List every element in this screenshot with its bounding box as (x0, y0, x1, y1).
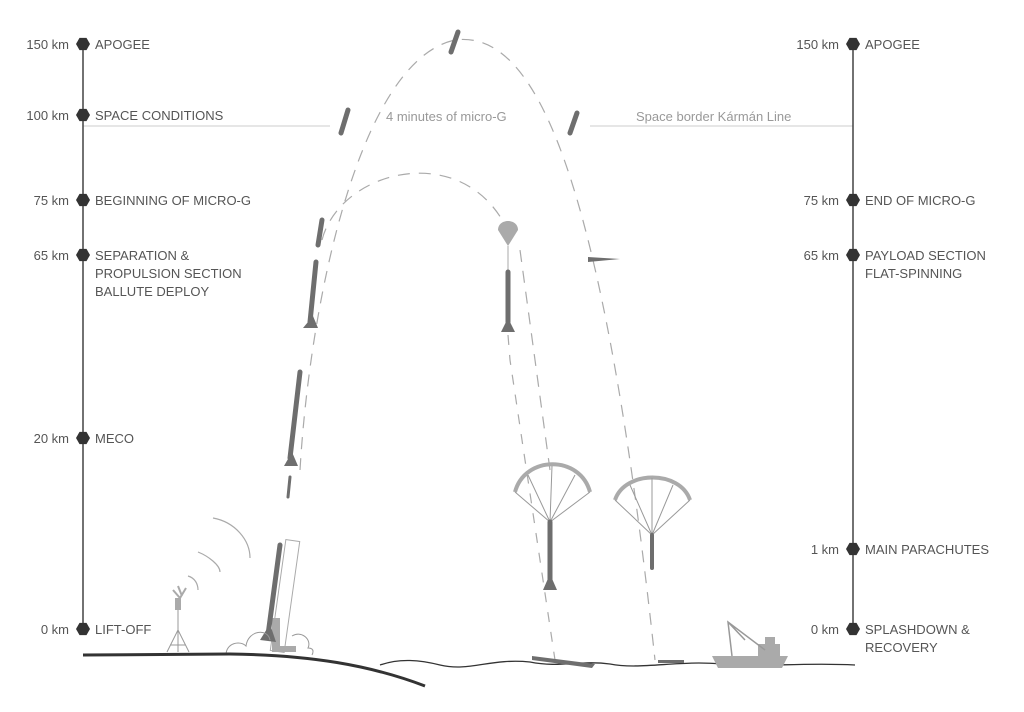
rocket-liftoff-icon (260, 542, 283, 642)
right-axis-markers (846, 37, 860, 636)
propulsion-splashdown-icon (532, 656, 595, 668)
flight-event-label: PAYLOAD SECTION (865, 248, 986, 263)
ground-line (82, 652, 426, 688)
main-parachute-payload-icon (613, 475, 692, 570)
left-axis-labels: 150 km APOGEE 100 km SPACE CONDITIONS 75 km B… (26, 37, 251, 637)
flight-event-label: SEPARATION & (95, 248, 189, 263)
left-axis-marker (76, 37, 90, 51)
altitude-value: 1 km (811, 542, 839, 557)
altitude-value: 150 km (796, 37, 839, 52)
left-axis-marker (76, 431, 90, 445)
radio-signal-icon (187, 517, 251, 591)
right-axis-marker (846, 37, 860, 51)
altitude-value: 75 km (804, 193, 839, 208)
propulsion-section-trajectory (321, 172, 506, 241)
rocket-meco-icon (284, 369, 303, 499)
flight-event-label: APOGEE (95, 37, 150, 52)
rocket-separation-icon (303, 259, 319, 328)
altitude-value: 100 km (26, 108, 69, 123)
altitude-value: 75 km (34, 193, 69, 208)
left-axis-marker (76, 108, 90, 122)
propulsion-fall-path (507, 334, 556, 661)
left-axis-marker (76, 193, 90, 207)
altitude-value: 150 km (26, 37, 69, 52)
right-axis-marker (846, 248, 860, 262)
flight-event-label: MECO (95, 431, 134, 446)
right-axis-marker (846, 193, 860, 207)
flight-event-label: MAIN PARACHUTES (865, 542, 989, 557)
altitude-value: 0 km (41, 622, 69, 637)
right-axis-marker (846, 542, 860, 556)
altitude-value: 65 km (804, 248, 839, 263)
main-parachute-propulsion-icon (513, 462, 592, 590)
flight-event-label: SPACE CONDITIONS (95, 108, 224, 123)
flight-event-label: APOGEE (865, 37, 920, 52)
right-axis-marker (846, 622, 860, 636)
payload-splashdown-icon (658, 660, 684, 663)
flight-event-label: END OF MICRO-G (865, 193, 976, 208)
flight-event-label: BEGINNING OF MICRO-G (95, 193, 251, 208)
left-axis-marker (76, 622, 90, 636)
flight-event-label: FLAT-SPINNING (865, 266, 962, 281)
karman-line-note: Space border Kármán Line (636, 109, 791, 124)
launch-rail-icon (269, 539, 301, 653)
right-axis-labels: 150 km APOGEE 75 km END OF MICRO-G 65 km PAYL… (796, 37, 989, 655)
flight-event-label: LIFT-OFF (95, 622, 151, 637)
micro-g-duration-note: 4 minutes of micro-G (386, 109, 507, 124)
left-axis-marker (76, 248, 90, 262)
flight-event-label: SPLASHDOWN & (865, 622, 970, 637)
flight-event-label: RECOVERY (865, 640, 938, 655)
altitude-value: 20 km (34, 431, 69, 446)
rocket-apogee-icon (448, 29, 461, 55)
rocket-100km-icon (338, 107, 351, 136)
altitude-value: 65 km (34, 248, 69, 263)
flight-event-label: BALLUTE DEPLOY (95, 284, 209, 299)
rocket-trajectory (299, 38, 656, 661)
rocket-75km-icon (315, 217, 325, 248)
rocket-descending-icon (567, 110, 580, 136)
flight-event-label: PROPULSION SECTION (95, 266, 242, 281)
altitude-value: 0 km (811, 622, 839, 637)
tracking-antenna-icon (166, 585, 190, 653)
exhaust-cloud-icon (225, 631, 314, 656)
recovery-ship-icon (712, 620, 788, 668)
left-axis-markers (76, 37, 90, 636)
payload-flat-spin-icon (588, 257, 620, 262)
ballute-propulsion-section-icon (498, 221, 518, 332)
propulsion-descent-trajectory (519, 249, 551, 471)
